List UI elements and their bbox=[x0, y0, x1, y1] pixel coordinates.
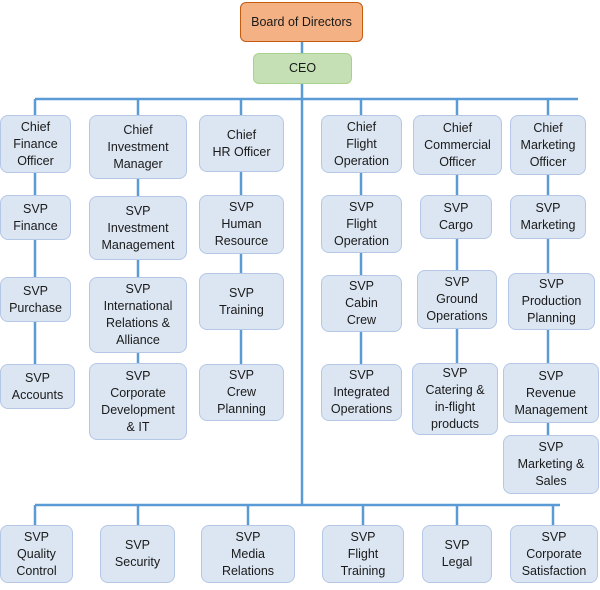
svp-flight-training-box: SVP Flight Training bbox=[322, 525, 404, 583]
svp-training-box: SVP Training bbox=[199, 273, 284, 330]
chief-marketing-officer-box: Chief Marketing Officer bbox=[510, 115, 586, 175]
svp-flight-operation-box: SVP Flight Operation bbox=[321, 195, 402, 253]
svp-corporate-development-label: SVP Corporate Development & IT bbox=[101, 368, 175, 434]
svp-cabin-crew-label: SVP Cabin Crew bbox=[345, 279, 378, 327]
svp-ground-operations-box: SVP Ground Operations bbox=[417, 270, 497, 329]
chief-commercial-officer-label: Chief Commercial Officer bbox=[424, 120, 491, 169]
chief-finance-officer-label: Chief Finance Officer bbox=[13, 119, 58, 168]
chief-commercial-officer-box: Chief Commercial Officer bbox=[413, 115, 502, 175]
ceo-label: CEO bbox=[288, 61, 317, 75]
svp-integrated-operations-box: SVP Integrated Operations bbox=[321, 364, 402, 421]
svp-accounts-label: SVP Accounts bbox=[11, 370, 64, 402]
svp-quality-control-label: SVP Quality Control bbox=[16, 529, 57, 578]
svp-marketing-sales-box: SVP Marketing & Sales bbox=[503, 435, 599, 494]
svp-cargo-label: SVP Cargo bbox=[438, 201, 474, 232]
svp-media-relations-label: SVP Media Relations bbox=[221, 529, 275, 578]
svp-security-label: SVP Security bbox=[114, 538, 161, 569]
svp-cargo-box: SVP Cargo bbox=[420, 195, 492, 239]
svp-integrated-operations-label: SVP Integrated Operations bbox=[330, 368, 393, 416]
svp-production-planning-box: SVP Production Planning bbox=[508, 273, 595, 330]
svp-corporate-satisfaction-box: SVP Corporate Satisfaction bbox=[510, 525, 598, 583]
svp-purchase-label: SVP Purchase bbox=[9, 283, 62, 315]
svp-investment-management-box: SVP Investment Management bbox=[89, 196, 187, 260]
svp-revenue-management-label: SVP Revenue Management bbox=[514, 368, 588, 417]
svp-training-label: SVP Training bbox=[219, 285, 264, 317]
svp-finance-label: SVP Finance bbox=[13, 201, 58, 233]
chief-flight-operation-box: Chief Flight Operation bbox=[321, 115, 402, 173]
svp-international-relations-label: SVP International Relations & Alliance bbox=[103, 282, 173, 347]
chief-hr-officer-label: Chief HR Officer bbox=[212, 127, 271, 159]
svp-ground-operations-label: SVP Ground Operations bbox=[426, 275, 488, 323]
svp-revenue-management-box: SVP Revenue Management bbox=[503, 363, 599, 423]
svp-accounts-box: SVP Accounts bbox=[0, 364, 75, 409]
svp-investment-management-label: SVP Investment Management bbox=[101, 203, 175, 252]
svp-quality-control-box: SVP Quality Control bbox=[0, 525, 73, 583]
svp-flight-operation-label: SVP Flight Operation bbox=[334, 199, 389, 248]
svp-crew-planning-label: SVP Crew Planning bbox=[217, 368, 266, 416]
svp-finance-box: SVP Finance bbox=[0, 195, 71, 240]
chief-investment-manager-label: Chief Investment Manager bbox=[107, 122, 169, 171]
svp-production-planning-label: SVP Production Planning bbox=[521, 277, 582, 325]
board-of-directors-label: Board of Directors bbox=[251, 14, 352, 29]
svp-marketing-sales-label: SVP Marketing & Sales bbox=[517, 440, 585, 488]
svp-marketing-box: SVP Marketing bbox=[510, 195, 586, 239]
board-of-directors-box: Board of Directors bbox=[240, 2, 363, 42]
svp-crew-planning-box: SVP Crew Planning bbox=[199, 364, 284, 421]
svp-flight-training-label: SVP Flight Training bbox=[340, 529, 386, 578]
svp-legal-label: SVP Legal bbox=[441, 538, 473, 569]
chief-investment-manager-box: Chief Investment Manager bbox=[89, 115, 187, 179]
svp-catering-label: SVP Catering & in-flight products bbox=[425, 366, 485, 431]
svp-marketing-label: SVP Marketing bbox=[520, 201, 576, 232]
svp-purchase-box: SVP Purchase bbox=[0, 277, 71, 322]
chief-flight-operation-label: Chief Flight Operation bbox=[334, 119, 389, 168]
svp-human-resource-box: SVP Human Resource bbox=[199, 195, 284, 254]
svp-media-relations-box: SVP Media Relations bbox=[201, 525, 295, 583]
svp-legal-box: SVP Legal bbox=[422, 525, 492, 583]
ceo-box: CEO bbox=[253, 53, 352, 84]
chief-finance-officer-box: Chief Finance Officer bbox=[0, 115, 71, 173]
svp-security-box: SVP Security bbox=[100, 525, 175, 583]
svp-catering-box: SVP Catering & in-flight products bbox=[412, 363, 498, 435]
svp-corporate-satisfaction-label: SVP Corporate Satisfaction bbox=[521, 529, 587, 578]
svp-corporate-development-box: SVP Corporate Development & IT bbox=[89, 363, 187, 440]
chief-hr-officer-box: Chief HR Officer bbox=[199, 115, 284, 172]
svp-international-relations-box: SVP International Relations & Alliance bbox=[89, 277, 187, 353]
svp-human-resource-label: SVP Human Resource bbox=[214, 200, 269, 248]
svp-cabin-crew-box: SVP Cabin Crew bbox=[321, 275, 402, 332]
chief-marketing-officer-label: Chief Marketing Officer bbox=[520, 120, 576, 169]
